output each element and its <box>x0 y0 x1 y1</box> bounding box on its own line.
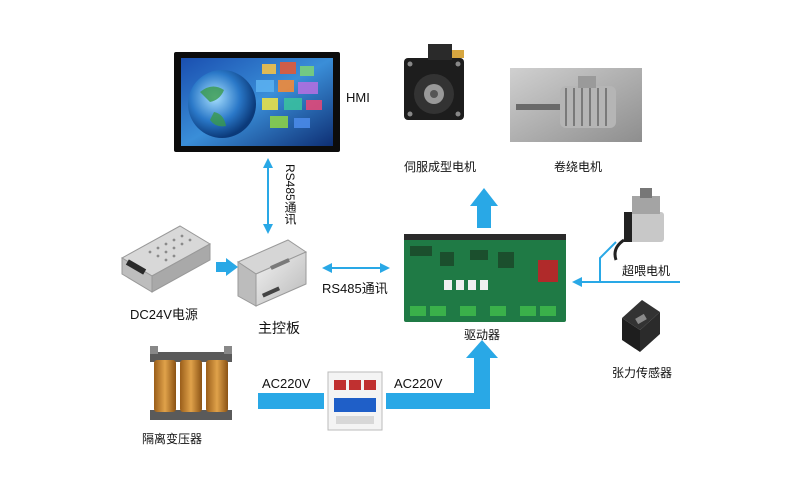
label-driver: 驱动器 <box>464 328 501 342</box>
power-supply-image <box>120 225 212 293</box>
label-winding-motor: 卷绕电机 <box>554 160 603 174</box>
label-feed-motor: 超喂电机 <box>622 264 671 278</box>
servo-motor-image <box>404 44 464 120</box>
label-hmi: HMI <box>346 90 370 105</box>
circuit-breaker-image <box>327 371 383 431</box>
label-tension-sensor: 张力传感器 <box>612 366 673 380</box>
label-ac-left: AC220V <box>262 376 311 391</box>
transformer-image <box>150 346 232 420</box>
winding-motor-image <box>510 68 642 142</box>
arrow-transformer-breaker <box>258 393 324 409</box>
main-board-image <box>236 239 308 307</box>
label-rs485-vertical: RS485通讯 <box>283 164 297 225</box>
tension-sensor-image <box>622 300 660 352</box>
arrow-power-mainboard <box>216 258 238 276</box>
arrow-feedmotor-driver <box>572 241 617 287</box>
label-power-supply: DC24V电源 <box>130 307 198 322</box>
arrow-mainboard-driver <box>322 263 390 273</box>
feed-motor-image <box>613 188 664 261</box>
label-ac-right: AC220V <box>394 376 443 391</box>
label-servo-motor: 伺服成型电机 <box>404 160 477 174</box>
arrow-driver-servo <box>470 188 498 228</box>
label-rs485-horizontal: RS485通讯 <box>322 281 388 296</box>
driver-pcb-image <box>404 234 566 322</box>
label-main-board: 主控板 <box>258 320 300 336</box>
hmi-screen <box>174 52 340 152</box>
arrow-breaker-driver <box>386 340 498 409</box>
arrow-hmi-mainboard <box>263 158 273 234</box>
label-transformer: 隔离变压器 <box>142 432 203 446</box>
